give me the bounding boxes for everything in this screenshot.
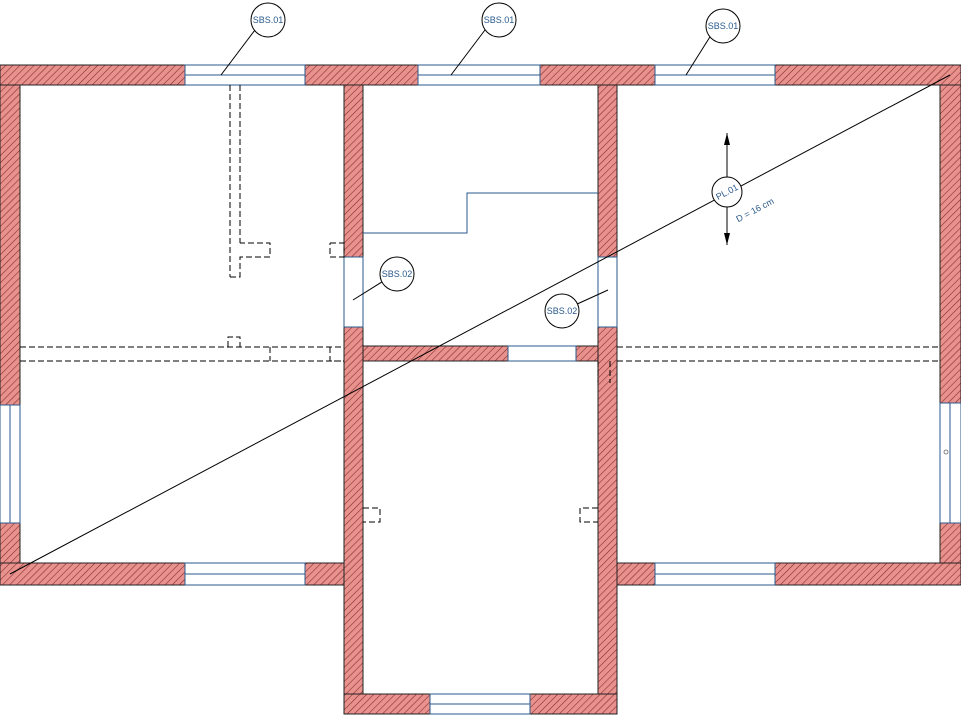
slab-diagonal [9, 74, 951, 575]
wall-top-4 [774, 64, 961, 86]
window-marker-icon [943, 449, 949, 455]
wall-int-left-1 [343, 84, 364, 258]
span-arrow-top [724, 133, 730, 145]
wall-left-1 [0, 84, 21, 406]
wall-int-right-2 [597, 326, 618, 715]
tag-window-top-right: SBS.01 [685, 8, 741, 76]
walls [0, 64, 961, 715]
hidden-beams [20, 85, 940, 523]
slab-thickness-label: D = 16 cm [734, 196, 775, 224]
opening-int-horizontal [507, 345, 577, 362]
stair-outline [363, 192, 598, 234]
tag-label: SBS.02 [382, 269, 413, 279]
opening-int-left [343, 256, 364, 328]
tag-label: SBS.02 [547, 306, 578, 316]
tag-label: SBS.01 [484, 15, 515, 25]
wall-top-3 [539, 64, 656, 86]
wall-int-horizontal-2 [575, 345, 599, 362]
tag-window-top-left: SBS.01 [220, 2, 286, 76]
room-outlines [19, 84, 941, 695]
wall-bottom-center-2 [529, 693, 618, 715]
wall-bottom-center-1 [343, 693, 431, 715]
wall-bottom-right-2 [774, 562, 961, 586]
wall-top-2 [304, 64, 419, 86]
span-arrow-bottom [724, 233, 730, 245]
tag-window-top-mid: SBS.01 [450, 2, 517, 76]
wall-top-1 [0, 64, 186, 86]
tag-label: SBS.01 [708, 21, 739, 31]
tag-window-int-left: SBS.02 [352, 256, 415, 301]
windows [0, 64, 961, 715]
opening-int-right [597, 256, 618, 328]
wall-int-left-2 [343, 326, 364, 715]
tag-label: SBS.01 [253, 15, 284, 25]
wall-int-right-1 [597, 84, 618, 258]
tag-window-int-right: SBS.02 [544, 289, 609, 329]
wall-bottom-left-1 [0, 562, 186, 586]
wall-right-1 [939, 84, 961, 404]
